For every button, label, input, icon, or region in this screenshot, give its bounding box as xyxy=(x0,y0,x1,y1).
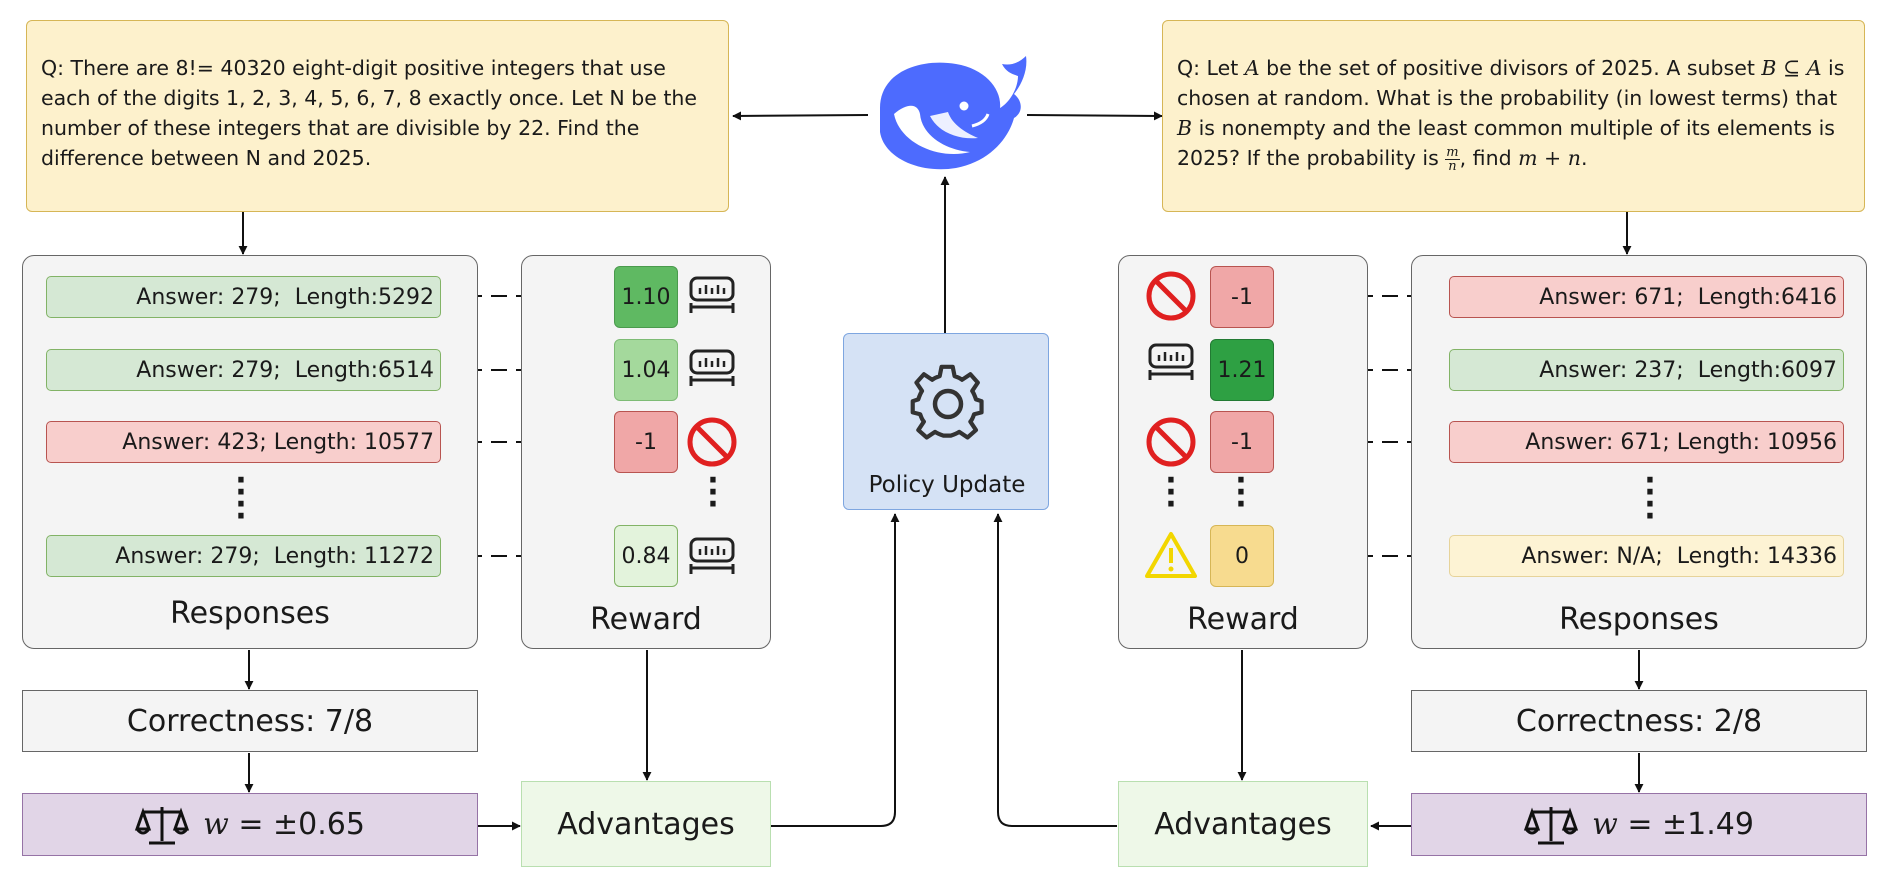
right-weight-box: w = ±1.49 xyxy=(1411,793,1867,856)
left-weight-box: w = ±0.65 xyxy=(22,793,478,856)
right-correctness-box: Correctness: 2/8 xyxy=(1411,690,1867,752)
right-reward-2: 1.21 xyxy=(1210,339,1274,401)
left-response-3: Answer: 423; Length: 10577 xyxy=(46,421,441,463)
left-question-text: Q: There are 8!= 40320 eight-digit posit… xyxy=(41,56,698,170)
left-reward-3: -1 xyxy=(614,411,678,473)
meter-icon xyxy=(1148,343,1194,380)
warning-icon xyxy=(1145,532,1197,578)
left-response-4: Answer: 279; Length: 11272 xyxy=(46,535,441,577)
ellipsis-vertical: ··· xyxy=(1235,463,1247,522)
right-advantages-box: Advantages xyxy=(1118,781,1368,867)
prohibited-icon xyxy=(687,417,737,467)
meter-icon xyxy=(689,276,735,313)
right-reward-4: 0 xyxy=(1210,525,1274,587)
balance-scale-icon xyxy=(134,806,190,844)
gear-icon xyxy=(910,364,984,440)
balance-scale-icon xyxy=(1523,806,1579,844)
ellipsis-vertical: ···· xyxy=(235,463,247,534)
left-reward-1: 1.10 xyxy=(614,266,678,328)
left-reward-label: Reward xyxy=(590,602,702,637)
right-responses-label: Responses xyxy=(1559,602,1719,637)
right-response-1: Answer: 671; Length:6416 xyxy=(1449,276,1844,318)
left-response-2: Answer: 279; Length:6514 xyxy=(46,349,441,391)
prohibited-icon xyxy=(1146,271,1196,321)
ellipsis-vertical: ··· xyxy=(1165,463,1177,522)
right-question-box: Q: Let A be the set of positive divisors… xyxy=(1162,20,1865,212)
ellipsis-vertical: ···· xyxy=(1644,463,1656,534)
right-reward-3: -1 xyxy=(1210,411,1274,473)
right-response-3: Answer: 671; Length: 10956 xyxy=(1449,421,1844,463)
left-response-1: Answer: 279; Length:5292 xyxy=(46,276,441,318)
left-responses-label: Responses xyxy=(170,596,330,631)
right-reward-1: -1 xyxy=(1210,266,1274,328)
left-advantages-box: Advantages xyxy=(521,781,771,867)
left-correctness-box: Correctness: 7/8 xyxy=(22,690,478,752)
right-response-4: Answer: N/A; Length: 14336 xyxy=(1449,535,1844,577)
right-reward-label: Reward xyxy=(1187,602,1299,637)
left-question-box: Q: There are 8!= 40320 eight-digit posit… xyxy=(26,20,729,212)
policy-update-label: Policy Update xyxy=(868,472,1026,498)
meter-icon xyxy=(689,537,735,574)
left-reward-4: 0.84 xyxy=(614,525,678,587)
meter-icon xyxy=(689,349,735,386)
left-reward-2: 1.04 xyxy=(614,339,678,401)
right-response-2: Answer: 237; Length:6097 xyxy=(1449,349,1844,391)
prohibited-icon xyxy=(1146,417,1196,467)
ellipsis-vertical: ··· xyxy=(707,463,719,522)
policy-update-box: Policy Update xyxy=(843,333,1049,510)
whale-logo-icon xyxy=(880,56,1027,170)
